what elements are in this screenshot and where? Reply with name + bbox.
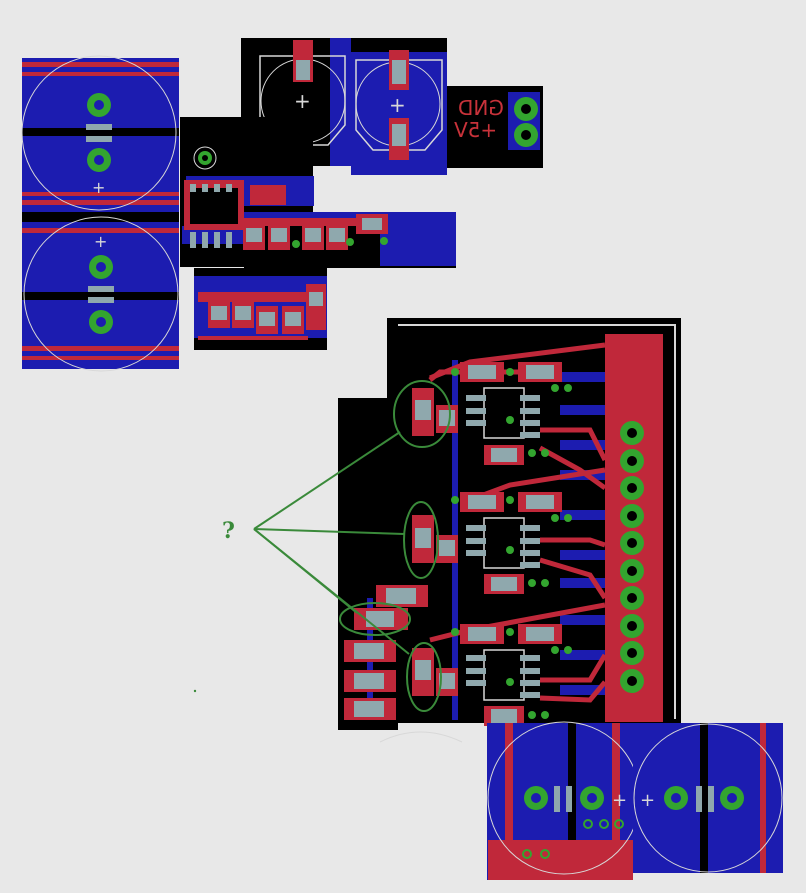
svg-text:+: + — [640, 790, 655, 811]
question-mark-label: ? — [222, 518, 235, 544]
capacitor-footprint: + — [487, 721, 641, 880]
plus5v-silkscreen-label: +5V — [454, 118, 498, 142]
annotation-callout — [253, 380, 451, 712]
svg-text:+: + — [294, 89, 311, 113]
svg-text:+: + — [612, 790, 627, 811]
capacitor-footprint: + — [22, 212, 179, 372]
smd-capacitor-footprint: + — [351, 38, 447, 175]
svg-text:+: + — [92, 178, 105, 197]
gnd-silkscreen-label: GND — [458, 96, 504, 120]
capacitor-footprint: + — [21, 55, 179, 212]
capacitor-footprint: + — [633, 723, 783, 873]
resistor-row — [243, 185, 456, 268]
resistor-block — [194, 268, 327, 350]
svg-text:+: + — [389, 93, 406, 117]
power-header — [447, 86, 543, 168]
svg-text:+: + — [94, 232, 107, 251]
driver-board — [338, 318, 681, 730]
